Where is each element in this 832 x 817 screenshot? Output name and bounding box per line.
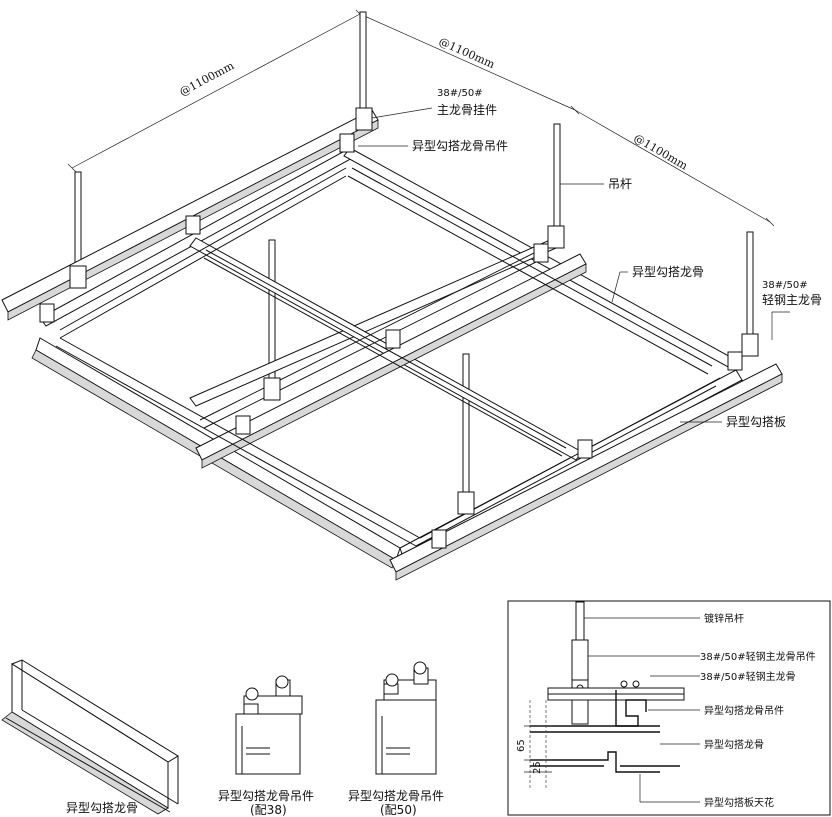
rod-3: [746, 231, 754, 339]
callout-hook-panel: 异型勾搭板: [726, 415, 786, 429]
dim-left: @1100mm: [177, 59, 236, 99]
hanger-clips: [39, 107, 759, 549]
rod-2: [553, 123, 561, 231]
part-hanger38-sub: (配38): [250, 803, 287, 817]
section-hook-keel-hanger: 异型勾搭龙骨吊件: [704, 704, 784, 717]
isometric-ceiling-grid: @1100mm @1100mm @1100mm: [1, 9, 822, 581]
dim-right: @1100mm: [632, 131, 691, 172]
section-frame: [507, 600, 831, 816]
section-hook-keel: 异型勾搭龙骨: [704, 738, 764, 751]
dim-65: 65: [516, 739, 527, 752]
part-hanger-50: 异型勾搭龙骨吊件 (配50): [348, 661, 444, 817]
leader-lines: [358, 107, 790, 423]
main-keels: [1, 109, 783, 581]
callout-light-steel-keel-spec: 38#/50#: [762, 280, 808, 291]
callout-hook-keel-hanger: 异型勾搭龙骨吊件: [412, 139, 508, 153]
callout-main-keel-hanger: 主龙骨挂件: [437, 103, 497, 117]
dimension-lines: [67, 9, 775, 227]
section-main-keel-hanger: 38#/50#轻钢主龙骨吊件: [700, 650, 816, 663]
callout-light-steel-keel: 轻钢主龙骨: [762, 293, 822, 307]
part-hanger50-caption: 异型勾搭龙骨吊件: [348, 789, 444, 803]
callout-rod: 吊杆: [608, 177, 632, 191]
section-ceiling: 异型勾搭板天花: [704, 796, 774, 809]
part-keel-caption: 异型勾搭龙骨: [66, 801, 138, 815]
rod-4: [74, 171, 82, 271]
part-hook-keel: 异型勾搭龙骨: [1, 659, 179, 815]
part-hanger-38: 异型勾搭龙骨吊件 (配38): [218, 675, 314, 817]
rod-5: [268, 239, 276, 381]
part-hanger50-sub: (配50): [380, 803, 417, 817]
dim-25: 25: [532, 761, 543, 774]
dim-top: @1100mm: [437, 35, 497, 71]
rod-6: [462, 353, 470, 495]
callout-hook-keel: 异型勾搭龙骨: [632, 265, 704, 279]
section-main-keel: 38#/50#轻钢主龙骨: [700, 670, 796, 683]
part-hanger38-caption: 异型勾搭龙骨吊件: [218, 789, 314, 803]
inner-grid: [55, 167, 721, 547]
callout-main-keel-hanger-spec: 38#/50#: [437, 88, 483, 99]
rod-1: [359, 11, 367, 113]
section-detail: 65 25 镀锌吊杆 38#/50#轻钢主龙骨吊件 38#/50#轻钢主龙骨 异…: [507, 600, 831, 816]
section-rod: 镀锌吊杆: [704, 612, 744, 625]
